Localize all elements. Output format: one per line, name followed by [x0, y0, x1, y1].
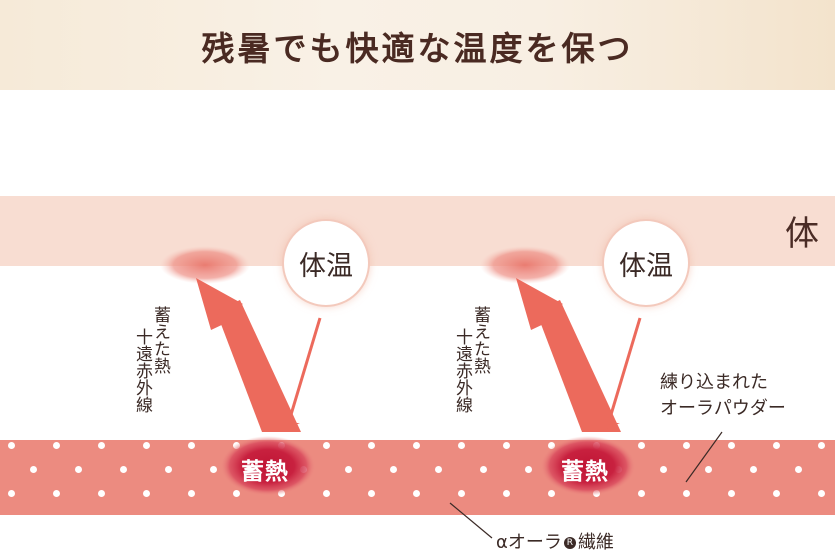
fiber-dot [8, 442, 15, 449]
fiber-dot [165, 466, 172, 473]
fiber-dot [143, 442, 150, 449]
fiber-dot [818, 490, 825, 497]
fiber-leader-line [449, 502, 493, 539]
body-temp-label: 体温 [619, 250, 673, 282]
fiber-dot [773, 490, 780, 497]
fiber-dot [30, 466, 37, 473]
fiber-dot [390, 466, 397, 473]
fiber-dot [548, 490, 555, 497]
fiber-dot [323, 490, 330, 497]
fiber-dot [188, 442, 195, 449]
pointer-line [285, 317, 322, 429]
body-temp-label: 体温 [299, 250, 353, 282]
fiber-dot [53, 442, 60, 449]
heat-storage-label: 蓄熱 [241, 459, 289, 485]
fiber-dot [368, 490, 375, 497]
fiber-label-prefix: αオーラ [496, 532, 562, 553]
fiber-dot [413, 490, 420, 497]
fiber-dot [638, 490, 645, 497]
fiber-dot [503, 490, 510, 497]
fiber-dot [413, 442, 420, 449]
fiber-dot [525, 466, 532, 473]
ray-label-line1: 蓄えた熱 [150, 306, 170, 374]
body-label: 体 [785, 214, 819, 254]
warm-spot [480, 246, 570, 284]
fiber-dot [503, 442, 510, 449]
fiber-dot [323, 442, 330, 449]
fiber-dot [548, 442, 555, 449]
ray-label-line2: 十遠赤外線 [452, 328, 472, 413]
body-layer [0, 196, 835, 266]
fiber-dot [53, 490, 60, 497]
ray-label-line1: 蓄えた熱 [470, 306, 490, 374]
fiber-dot [188, 490, 195, 497]
warm-spot [160, 246, 250, 284]
powder-leader-line [685, 431, 723, 483]
fiber-dot [458, 442, 465, 449]
ray-label-line2: 十遠赤外線 [132, 328, 152, 413]
fiber-dot [345, 466, 352, 473]
fiber-dot [795, 466, 802, 473]
fiber-dot [98, 490, 105, 497]
fiber-dot [683, 490, 690, 497]
powder-label-line2: オーラパウダー [660, 398, 786, 419]
fiber-dot [480, 466, 487, 473]
page-title: 残暑でも快適な温度を保つ [201, 29, 634, 68]
fiber-dot [638, 442, 645, 449]
fiber-dot [233, 490, 240, 497]
body-temp-badge: 体温 [282, 219, 370, 307]
fiber-dot [435, 466, 442, 473]
heat-storage-label: 蓄熱 [561, 459, 609, 485]
registered-mark-icon: R [563, 537, 576, 549]
fiber-dot [8, 490, 15, 497]
fiber-dot [728, 490, 735, 497]
fiber-dot [210, 466, 217, 473]
fiber-layer [0, 440, 835, 515]
pointer-line [605, 317, 642, 429]
heat-arrow [516, 278, 620, 432]
fiber-dot [98, 442, 105, 449]
heat-arrow-shaft [216, 300, 301, 432]
fiber-dot [683, 442, 690, 449]
heat-core [540, 436, 636, 496]
fiber-dot [143, 490, 150, 497]
fiber-dot [818, 442, 825, 449]
fiber-label-suffix: 繊維 [577, 532, 614, 553]
fiber-dot [660, 466, 667, 473]
fiber-dot [728, 442, 735, 449]
powder-label-line1: 練り込まれた [660, 372, 768, 393]
fiber-dot [120, 466, 127, 473]
title-banner: 残暑でも快適な温度を保つ [0, 0, 835, 90]
fiber-dot [368, 442, 375, 449]
fiber-dot [75, 466, 82, 473]
body-temp-badge: 体温 [602, 219, 690, 307]
fiber-dot [773, 442, 780, 449]
heat-core [220, 436, 316, 496]
fiber-dot [750, 466, 757, 473]
powder-label: 練り込まれた オーラパウダー [660, 370, 786, 422]
fiber-dot [458, 490, 465, 497]
fiber-dot [705, 466, 712, 473]
